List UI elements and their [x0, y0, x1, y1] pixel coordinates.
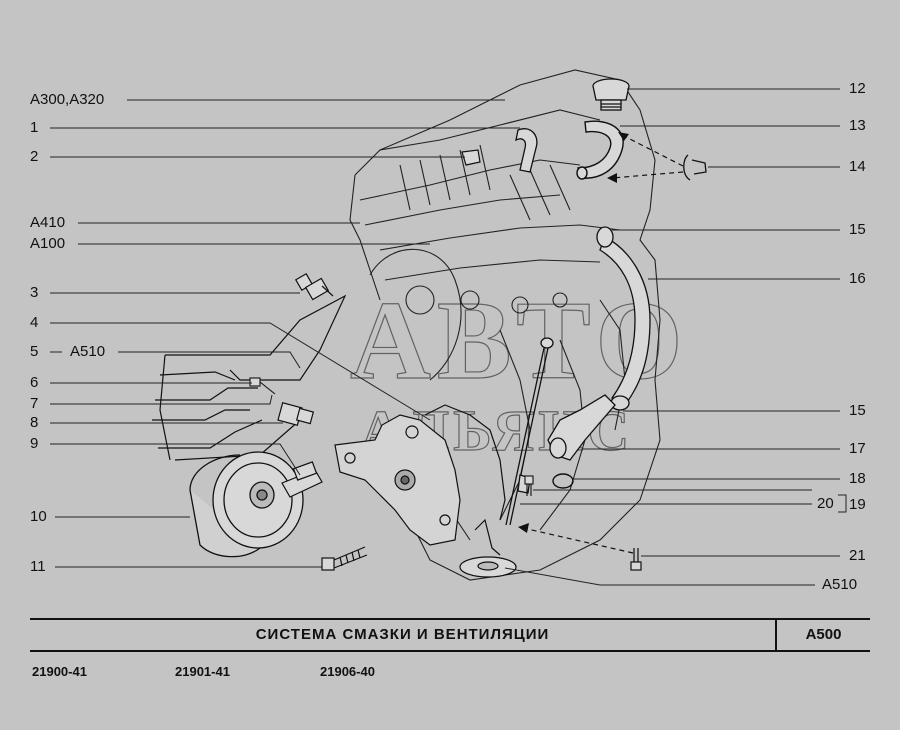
- callout-a510-right: A510: [822, 576, 858, 593]
- oil-strainer: [459, 518, 517, 578]
- hose-1: [515, 128, 538, 173]
- callout-16: 16: [849, 270, 866, 287]
- arrowhead-14a: [618, 132, 629, 141]
- callout-18: 18: [849, 470, 866, 487]
- callout-6: 6: [30, 374, 39, 391]
- callout-4: 4: [30, 314, 39, 331]
- callout-13: 13: [849, 117, 866, 134]
- oil-pressure-sensor-3: [294, 272, 334, 301]
- callout-15b: 15: [849, 402, 866, 419]
- model-code-2: 21901-41: [175, 664, 230, 679]
- callout-a300-a320: A300,A320: [30, 91, 105, 108]
- heat-shield: [152, 294, 347, 461]
- callout-1: 1: [30, 119, 39, 136]
- o-ring-18: [552, 473, 574, 489]
- callout-17: 17: [849, 440, 866, 457]
- bolt-6: [249, 377, 276, 395]
- callout-11: 11: [30, 558, 46, 575]
- callout-21: 21: [849, 547, 866, 564]
- title-block: СИСТЕМА СМАЗКИ И ВЕНТИЛЯЦИИ A500: [30, 618, 870, 652]
- pump-gasket: [424, 404, 506, 521]
- callout-5: 5: [30, 343, 39, 360]
- model-code-3: 21906-40: [320, 664, 375, 679]
- engine-drawing: АВТО АЛЬЯНС: [50, 69, 847, 586]
- clamp-14: [683, 154, 707, 181]
- leader-lines: [50, 88, 847, 586]
- bolt-21: [630, 548, 642, 571]
- callout-9: 9: [30, 435, 39, 452]
- callout-2: 2: [30, 148, 39, 165]
- oil-pump: [334, 414, 461, 546]
- callout-a410: A410: [30, 214, 66, 231]
- arrowhead-14b: [607, 173, 617, 183]
- callout-8: 8: [30, 414, 39, 431]
- title-divider: [775, 620, 777, 650]
- callout-3: 3: [30, 284, 39, 301]
- arrowhead-21: [518, 523, 529, 533]
- callout-15a: 15: [849, 221, 866, 238]
- callout-14: 14: [849, 158, 866, 175]
- model-code-1: 21900-41: [32, 664, 87, 679]
- callout-20: 20: [817, 495, 834, 512]
- filler-cap-12: [592, 78, 630, 111]
- bolt-11: [321, 546, 368, 571]
- callout-19: 19: [849, 496, 866, 513]
- callout-a100: A100: [30, 235, 66, 252]
- dashed-arrows-14: [611, 134, 684, 179]
- hose-13: [576, 120, 624, 180]
- fitting-17: [547, 394, 616, 461]
- dipstick-20: [505, 337, 554, 526]
- dashed-arrow-21: [522, 527, 634, 554]
- section-code: A500: [805, 626, 842, 643]
- vent-pipe-16: [596, 226, 651, 411]
- clamp-2: [461, 149, 481, 166]
- sensor-8: [277, 401, 315, 427]
- fitting-9: [281, 461, 323, 498]
- callout-7: 7: [30, 395, 39, 412]
- oil-filter-10: [189, 451, 304, 558]
- callout-a510-left: A510: [70, 343, 106, 360]
- callout-10: 10: [30, 508, 47, 525]
- bolt-19: [524, 475, 534, 496]
- section-title: СИСТЕМА СМАЗКИ И ВЕНТИЛЯЦИИ: [255, 626, 550, 643]
- callout-12: 12: [849, 80, 866, 97]
